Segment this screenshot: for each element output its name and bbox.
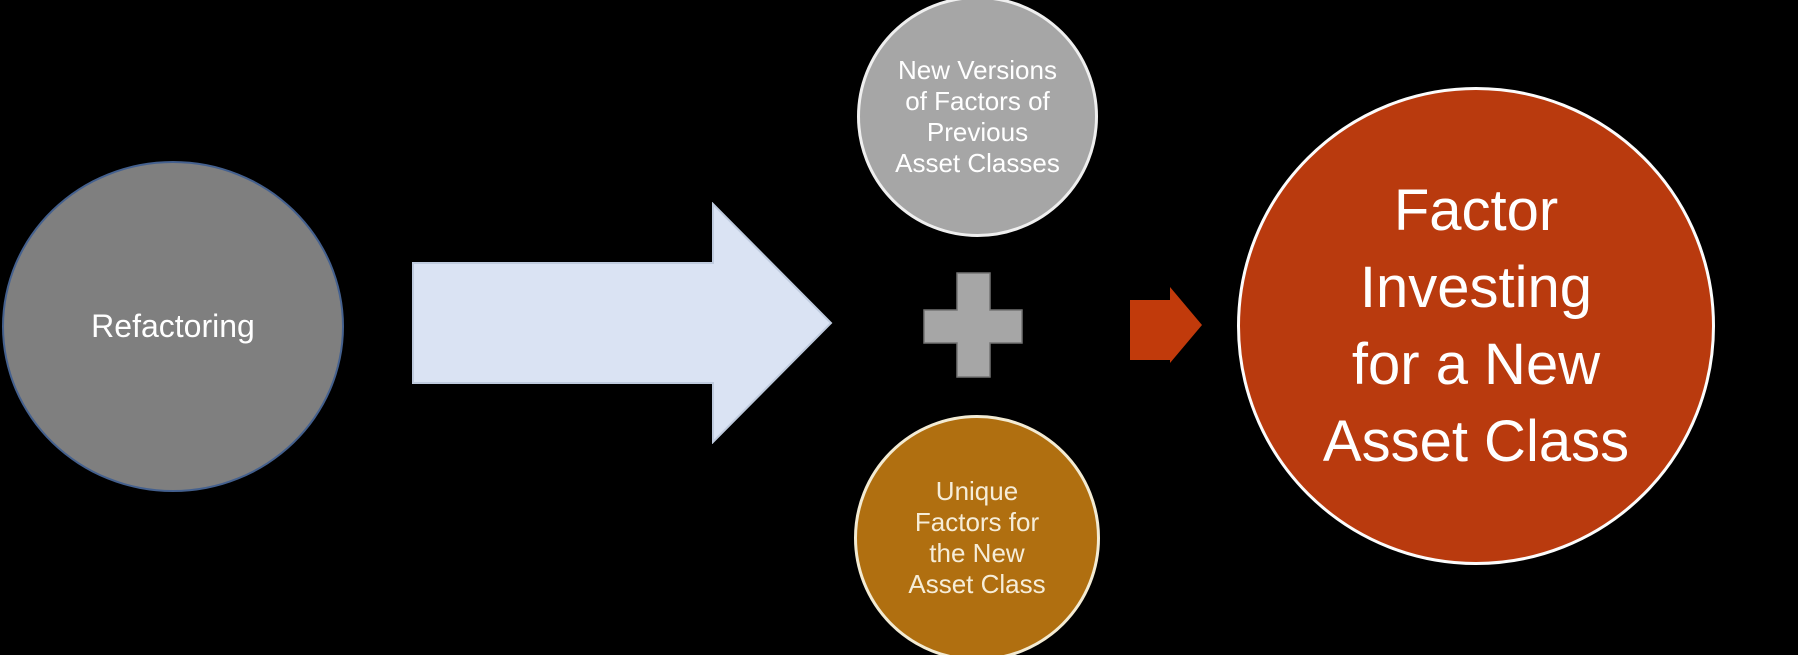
small-right-arrow-icon [1130,287,1202,363]
factor-investing-circle: Factor Investing for a New Asset Class [1237,87,1715,565]
previous-factors-circle-label: New Versions of Factors of Previous Asse… [895,54,1060,178]
unique-factors-circle: Unique Factors for the New Asset Class [854,415,1100,655]
factor-investing-circle-label: Factor Investing for a New Asset Class [1322,178,1630,474]
previous-factors-circle: New Versions of Factors of Previous Asse… [857,0,1098,237]
plus-icon [923,272,1023,378]
plus-polygon [923,272,1023,378]
refactoring-circle-label: Refactoring [91,308,255,344]
refactoring-circle: Refactoring [2,161,344,492]
right-arrow-polygon [412,202,833,444]
unique-factors-circle-label: Unique Factors for the New Asset Class [908,476,1046,599]
small-right-arrow-polygon [1130,287,1202,363]
right-arrow-icon [412,202,833,444]
